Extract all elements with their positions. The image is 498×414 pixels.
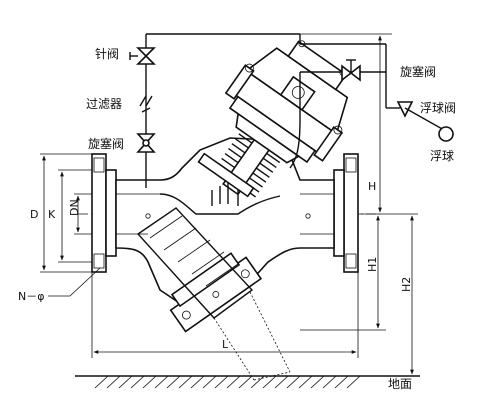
float-ball-label: 浮球 xyxy=(430,149,454,163)
dim-d-label: D xyxy=(30,208,38,221)
bonnet-assembly xyxy=(214,40,349,198)
cock-valve-right-symbol xyxy=(341,59,361,82)
dim-h2-label: H2 xyxy=(400,277,413,292)
cock-valve-left-symbol xyxy=(136,133,156,153)
ground-label: 地面 xyxy=(388,377,412,391)
cock-valve-left-label: 旋塞阀 xyxy=(88,136,124,151)
float-valve-label: 浮球阀 xyxy=(420,101,456,115)
filter-symbol xyxy=(139,95,153,113)
needle-valve-symbol xyxy=(129,47,156,65)
stem-guides xyxy=(211,178,239,206)
dim-k-label: K xyxy=(48,208,56,221)
dimension-lines xyxy=(40,33,418,375)
needle-valve-label: 针阀 xyxy=(95,46,119,61)
ground-line xyxy=(75,375,420,389)
dim-l-label: L xyxy=(222,338,229,351)
cock-valve-right-label: 旋塞阀 xyxy=(400,64,436,79)
filter-label: 过滤器 xyxy=(86,97,122,111)
dim-dn-label: DN xyxy=(68,199,81,216)
strainer-basket xyxy=(136,207,254,319)
valve-body xyxy=(91,137,359,311)
float-valve-symbol xyxy=(396,101,445,131)
dim-n-phi-label: N－φ xyxy=(18,290,45,303)
dim-h1-label: H1 xyxy=(366,257,379,272)
dim-h-label: H xyxy=(368,180,376,193)
basket-removal-outline xyxy=(213,291,291,381)
float-ball-symbol xyxy=(438,126,454,142)
